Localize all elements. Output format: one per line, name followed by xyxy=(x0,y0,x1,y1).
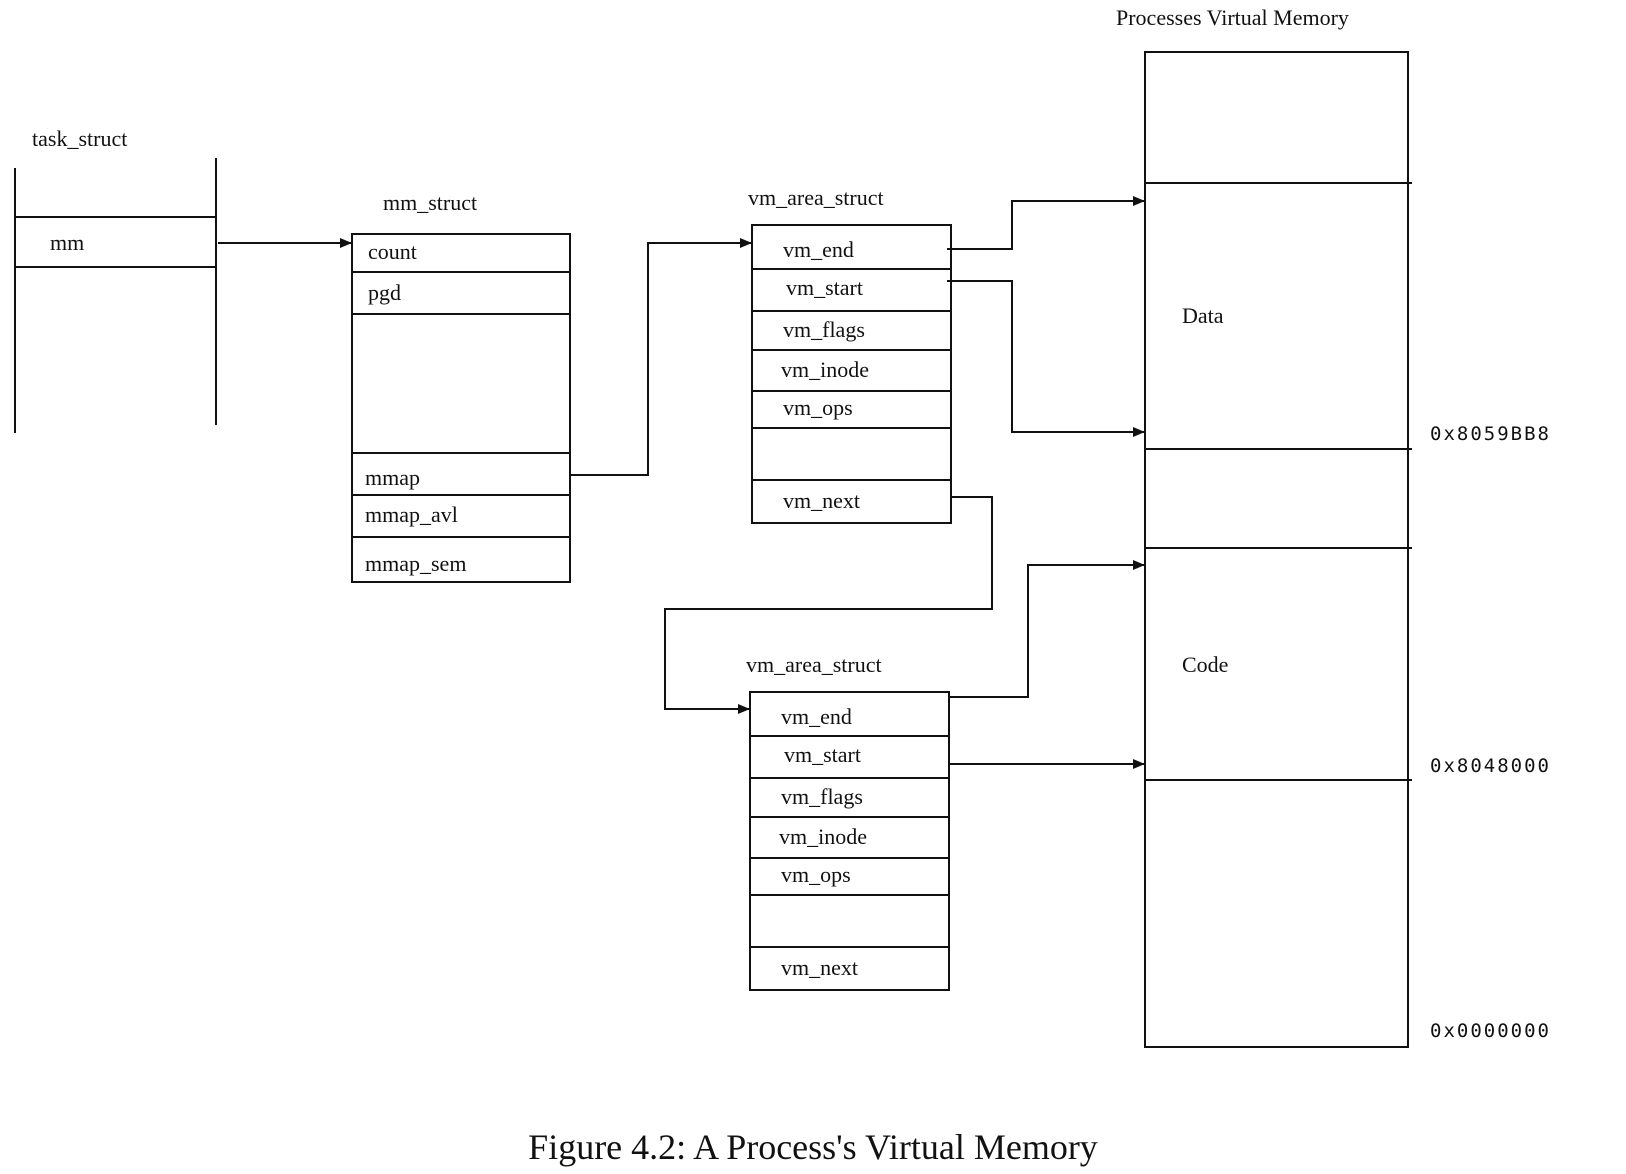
task-struct: task_struct mm xyxy=(14,126,217,433)
task-struct-field-mm: mm xyxy=(50,230,84,255)
vm-area-1-field-vm-start: vm_start xyxy=(786,275,863,300)
vm-area-2-field-vm-inode: vm_inode xyxy=(779,824,867,849)
vm-area-1-field-vm-flags: vm_flags xyxy=(783,317,865,342)
arrow-vm-end-2-to-code-top xyxy=(949,560,1145,698)
address-0x8059bb8: 0x8059BB8 xyxy=(1430,423,1551,445)
vm-area-1-field-vm-inode: vm_inode xyxy=(781,357,869,382)
vm-area-struct-1: vm_area_struct vm_end vm_start vm_flags … xyxy=(748,185,952,524)
arrow-vm-next-to-vm-area-2 xyxy=(664,496,993,714)
virtual-memory-title: Processes Virtual Memory xyxy=(1116,5,1349,30)
pointer-arrows xyxy=(218,196,1145,769)
arrow-vm-start-1-to-data-bottom xyxy=(947,280,1145,437)
vm-area-1-field-vm-next: vm_next xyxy=(783,488,860,513)
region-code-label: Code xyxy=(1182,652,1228,677)
vm-area-2-field-vm-ops: vm_ops xyxy=(781,862,851,887)
vm-area-struct-2-title: vm_area_struct xyxy=(746,652,882,677)
vm-area-2-field-vm-next: vm_next xyxy=(781,955,858,980)
mm-struct-title: mm_struct xyxy=(383,190,477,215)
figure-caption: Figure 4.2: A Process's Virtual Memory xyxy=(528,1127,1098,1167)
task-struct-title: task_struct xyxy=(32,126,127,151)
address-0x0000000: 0x0000000 xyxy=(1430,1020,1551,1042)
vm-area-struct-2: vm_area_struct vm_end vm_start vm_flags … xyxy=(746,652,950,991)
vm-area-2-field-vm-start: vm_start xyxy=(784,742,861,767)
mm-struct-field-mmap: mmap xyxy=(365,465,420,490)
mm-struct-field-mmap-sem: mmap_sem xyxy=(365,551,466,576)
vm-area-1-field-vm-ops: vm_ops xyxy=(783,395,853,420)
virtual-memory-map: Processes Virtual Memory Data Code 0x805… xyxy=(1116,5,1551,1048)
address-0x8048000: 0x8048000 xyxy=(1430,755,1551,777)
vm-area-2-field-vm-end: vm_end xyxy=(781,704,852,729)
arrow-mmap-to-vm-area-1 xyxy=(570,238,752,476)
vm-area-1-field-vm-end: vm_end xyxy=(783,237,854,262)
process-virtual-memory-diagram: task_struct mm mm_struct count pgd mmap … xyxy=(14,5,1551,1048)
vm-area-2-field-vm-flags: vm_flags xyxy=(781,784,863,809)
mm-struct: mm_struct count pgd mmap mmap_avl mmap_s… xyxy=(351,190,571,583)
mm-struct-field-pgd: pgd xyxy=(368,280,401,305)
mm-struct-field-mmap-avl: mmap_avl xyxy=(365,502,458,527)
vm-area-struct-1-title: vm_area_struct xyxy=(748,185,884,210)
mm-struct-field-count: count xyxy=(368,239,417,264)
region-data-label: Data xyxy=(1182,303,1224,328)
arrow-vm-end-1-to-data-top xyxy=(947,196,1145,250)
